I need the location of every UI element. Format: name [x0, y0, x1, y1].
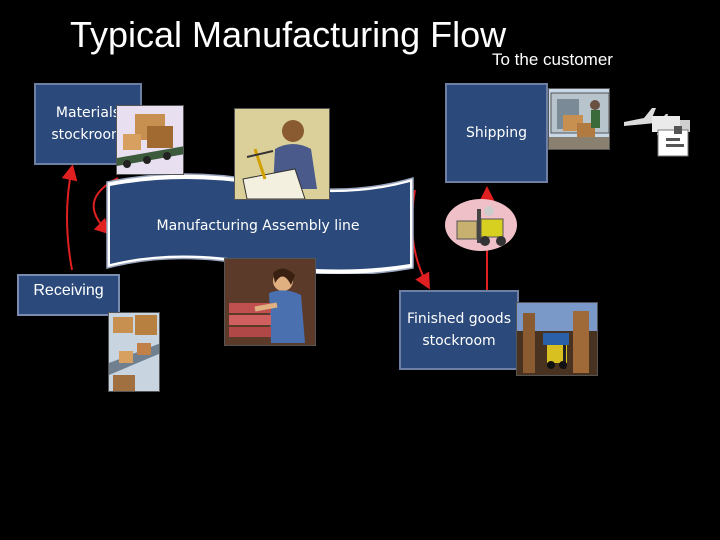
- warehouse-forklift-icon: [516, 302, 598, 376]
- assembly-line-banner: [106, 173, 414, 274]
- arrow-receiving-to-materials: [61, 164, 78, 271]
- truck-plane-icon: [622, 104, 692, 160]
- receiving-box: Receiving: [17, 274, 120, 316]
- page-title: Typical Manufacturing Flow: [70, 14, 507, 55]
- finished-goods-label: Finished goods stockroom: [406, 311, 511, 349]
- loading-dock-icon: [548, 88, 610, 150]
- receiving-conveyor-icon: [108, 312, 160, 392]
- finished-goods-box: Finished goods stockroom: [399, 290, 519, 370]
- materials-stockroom-label: Materials stockroom: [51, 105, 125, 143]
- forklift-icon: [443, 195, 519, 255]
- assembly-line-label: Manufacturing Assembly line: [156, 218, 360, 234]
- to-customer-label: To the customer: [492, 50, 613, 69]
- assembly-worker-icon: [224, 258, 316, 346]
- receiving-label: Receiving: [33, 282, 104, 299]
- engineer-drafting-icon: [234, 108, 330, 200]
- shipping-box: Shipping: [445, 83, 548, 183]
- warehouse-conveyor-icon: [116, 105, 184, 175]
- shipping-label: Shipping: [465, 125, 528, 141]
